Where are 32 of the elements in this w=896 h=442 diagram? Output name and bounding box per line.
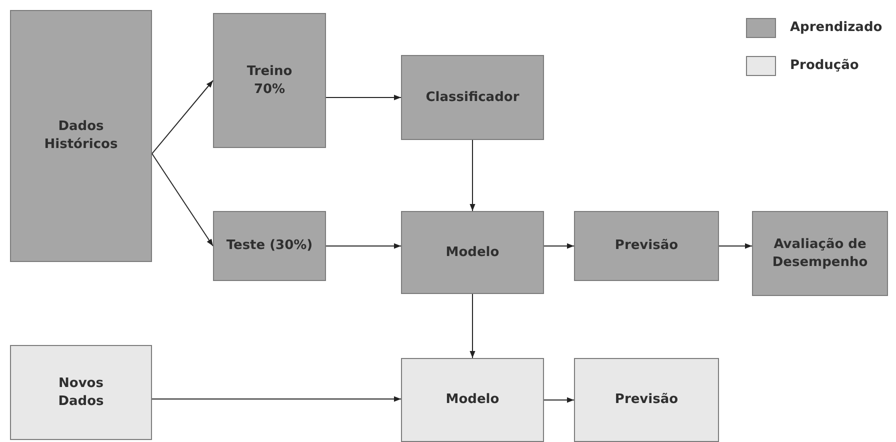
arrow	[326, 94, 402, 100]
box-label: Dados Históricos	[43, 118, 119, 154]
box-label: Previsão	[614, 391, 678, 409]
process-box	[574, 211, 719, 281]
box-label: Modelo	[446, 244, 500, 262]
arrow	[544, 397, 574, 403]
process-box	[213, 211, 326, 281]
arrow	[470, 140, 476, 212]
box-label: Modelo	[446, 391, 500, 409]
box-label: Teste (30%)	[226, 237, 313, 255]
arrow	[152, 153, 214, 246]
box-label: Previsão	[614, 237, 678, 255]
arrow	[544, 243, 574, 249]
process-box	[213, 13, 326, 148]
legend-label: Produção	[790, 58, 859, 73]
box-label: Novos Dados	[57, 374, 105, 410]
arrow	[718, 243, 752, 249]
process-box	[752, 211, 888, 296]
arrow	[152, 396, 402, 402]
process-box	[401, 55, 544, 140]
legend-label: Aprendizado	[790, 20, 882, 35]
process-box	[10, 345, 152, 440]
box-label: Classificador	[426, 88, 520, 106]
arrow	[152, 80, 214, 154]
process-box	[10, 10, 152, 262]
process-box	[401, 358, 544, 442]
box-label: Treino 70%	[246, 62, 294, 98]
box-label: Avaliação de Desempenho	[771, 236, 869, 272]
process-box	[574, 358, 719, 442]
process-box	[401, 211, 544, 294]
arrow	[470, 294, 476, 358]
arrow	[326, 243, 402, 249]
